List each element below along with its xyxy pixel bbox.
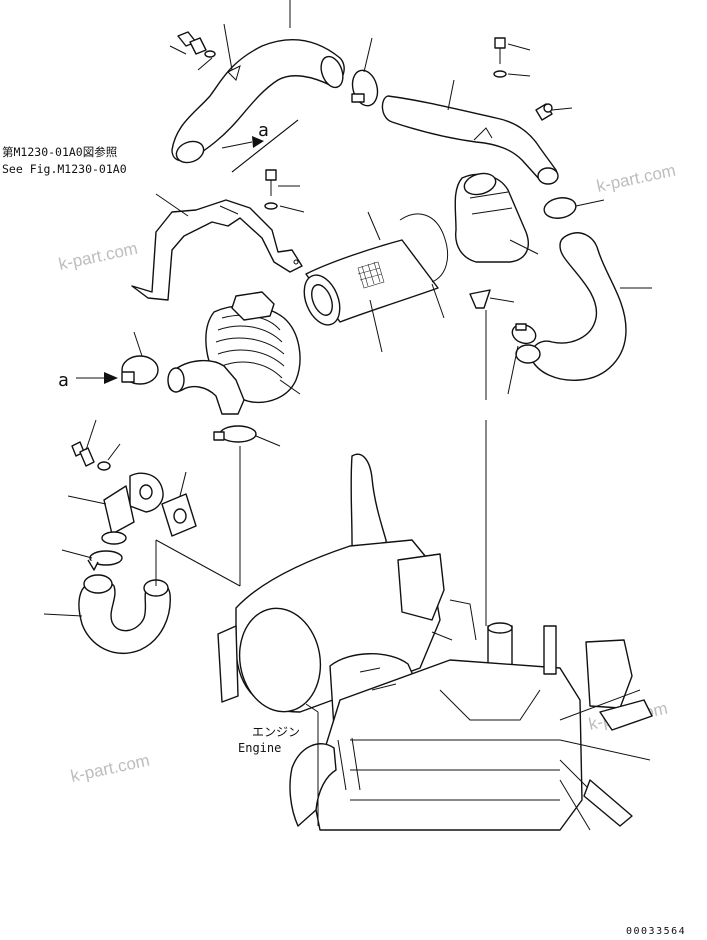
sensor-fitting	[535, 103, 553, 121]
dust-valve	[469, 289, 491, 309]
intake-hose-top	[171, 39, 345, 164]
engine-label-jp: エンジン	[252, 725, 300, 739]
intake-hose-lower-left	[78, 574, 171, 654]
mounting-bracket	[131, 199, 303, 301]
figure-number: 00033564	[626, 926, 686, 937]
bolt-lower-left	[71, 441, 111, 471]
watermark: k-part.com	[69, 751, 151, 786]
arrow-a-upper	[221, 136, 264, 149]
intake-hose-right	[515, 232, 627, 381]
engine-label-en: Engine	[238, 741, 281, 755]
hose-clamp-middle	[121, 355, 159, 385]
hose-clamp-right	[543, 197, 577, 219]
elbow-adapter	[101, 472, 164, 545]
reference-label-en: See Fig.M1230-01A0	[2, 162, 127, 176]
air-cleaner-body	[167, 291, 301, 415]
reference-label-jp: 第M1230-01A0図参照	[2, 145, 117, 159]
hose-clamp-lower-right	[511, 323, 537, 345]
seal-ring	[399, 213, 448, 283]
hose-clamp-top	[351, 69, 379, 107]
hose-clamp-lower-middle	[213, 425, 257, 443]
bolt-upper-right	[493, 37, 507, 78]
hose-clamp-lower-left	[87, 550, 123, 571]
arrow-label-a-lower: a	[58, 370, 69, 391]
gasket	[161, 493, 197, 537]
watermark: k-part.com	[595, 161, 677, 196]
air-cleaner-cover	[454, 172, 529, 263]
arrow-label-a-upper: a	[258, 120, 269, 141]
bolt-top-left	[177, 31, 216, 58]
filter-element	[303, 239, 439, 326]
leader-lines	[43, 0, 652, 826]
bolt-middle	[264, 169, 278, 210]
intake-pipe-upper-right	[381, 95, 559, 185]
arrow-a-lower	[76, 372, 118, 384]
engine-assembly	[217, 453, 653, 831]
watermark: k-part.com	[57, 239, 139, 274]
